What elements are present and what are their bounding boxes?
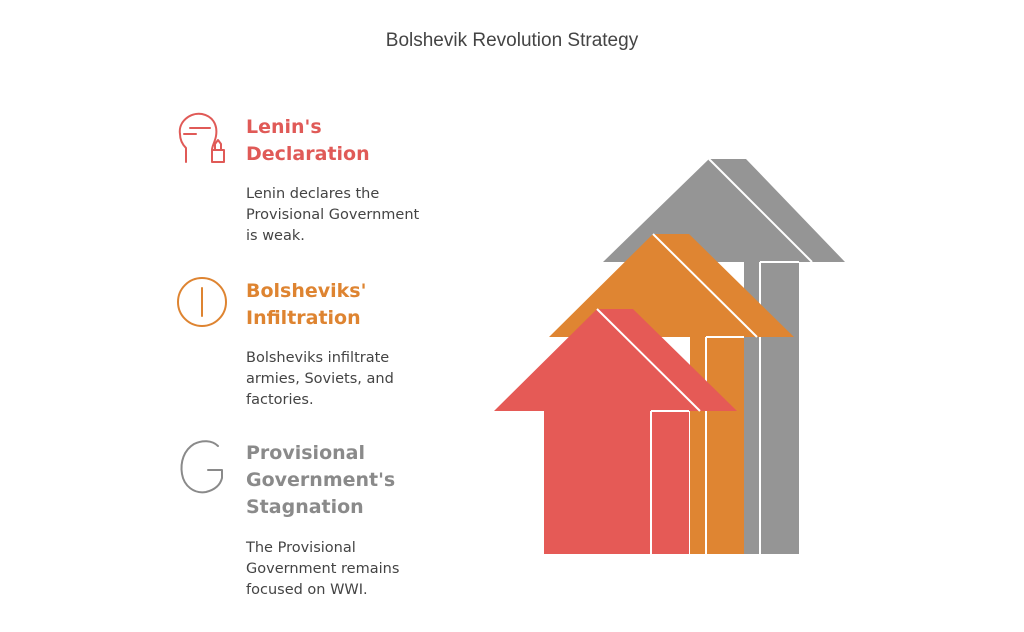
circle-line-icon (177, 277, 227, 327)
step-heading: Lenin's Declaration (246, 116, 370, 165)
step-heading: Bolsheviks' Infiltration (246, 280, 367, 329)
letter-g-icon (180, 440, 223, 494)
step-description: The Provisional Government remains focus… (246, 540, 400, 598)
diagram-title: Bolshevik Revolution Strategy (385, 30, 639, 51)
step-description: Bolsheviks infiltrate armies, Soviets, a… (246, 350, 394, 408)
red-arrow (494, 308, 737, 554)
step-description: Lenin declares the Provisional Governmen… (246, 186, 420, 244)
step-heading: Provisional Government's Stagnation (246, 442, 396, 518)
person-speaking-icon (178, 112, 225, 163)
